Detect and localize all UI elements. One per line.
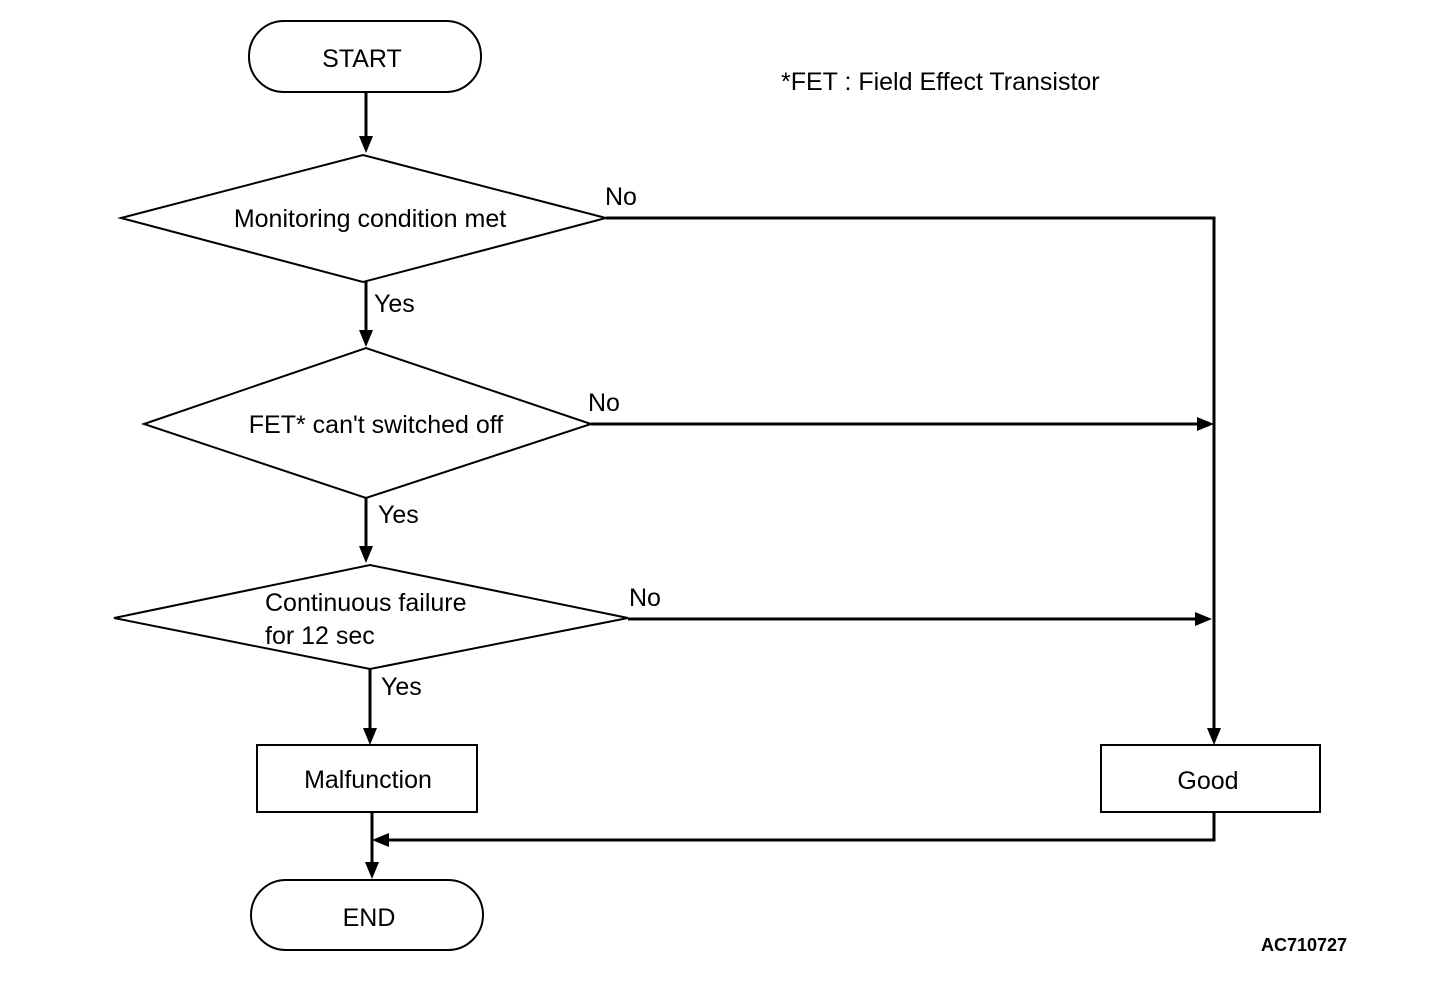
figure-code: AC710727 [1261,935,1347,955]
decision3-yes-label: Yes [381,673,422,701]
good-node: Good [1100,744,1321,813]
start-node: START [248,20,482,93]
decision3-label-line2: for 12 sec [265,622,375,650]
decision3-diamond [113,563,629,671]
start-label: START [322,45,402,73]
good-box [1100,744,1321,813]
decision3-yes-arrowhead [363,728,377,745]
decision1-node: Monitoring condition met [117,153,610,284]
fet-footnote: *FET : Field Effect Transistor [781,68,1100,96]
good-return-line [389,812,1216,842]
decision1-diamond [117,153,610,284]
decision1-label: Monitoring condition met [234,205,506,233]
malfunction-box [256,744,478,813]
decision2-diamond [140,346,595,500]
edge-labels: No Yes No Yes No Yes [374,183,661,701]
decision2-no-arrowhead [1197,417,1214,431]
decision2-no-label: No [588,389,620,417]
decision1-yes-arrowhead [359,330,373,347]
decision3-label-line1: Continuous failure [265,589,467,617]
end-terminator [250,879,484,951]
good-return-arrowhead [372,833,389,847]
malfunction-node: Malfunction [256,744,478,813]
decision3-no-label: No [629,584,661,612]
malfunction-label: Malfunction [304,766,432,794]
decision2-yes-arrowhead [359,546,373,563]
good-label: Good [1177,767,1238,795]
decision1-yes-label: Yes [374,290,415,318]
decision3-node: Continuous failure for 12 sec [113,563,629,671]
good-input-arrowhead [1207,728,1221,745]
malfunction-to-end-arrowhead [365,862,379,879]
connectors [359,92,1221,879]
decision3-no-arrowhead [1195,612,1212,626]
decision2-node: FET* can't switched off [140,346,595,500]
end-label: END [343,904,396,932]
start-terminator [248,20,482,93]
end-node: END [250,879,484,951]
decision1-no-label: No [605,183,637,211]
decision2-yes-label: Yes [378,501,419,529]
decision1-no-line [606,216,1216,728]
decision2-label: FET* can't switched off [249,411,503,439]
start-to-decision1-arrowhead [359,136,373,153]
